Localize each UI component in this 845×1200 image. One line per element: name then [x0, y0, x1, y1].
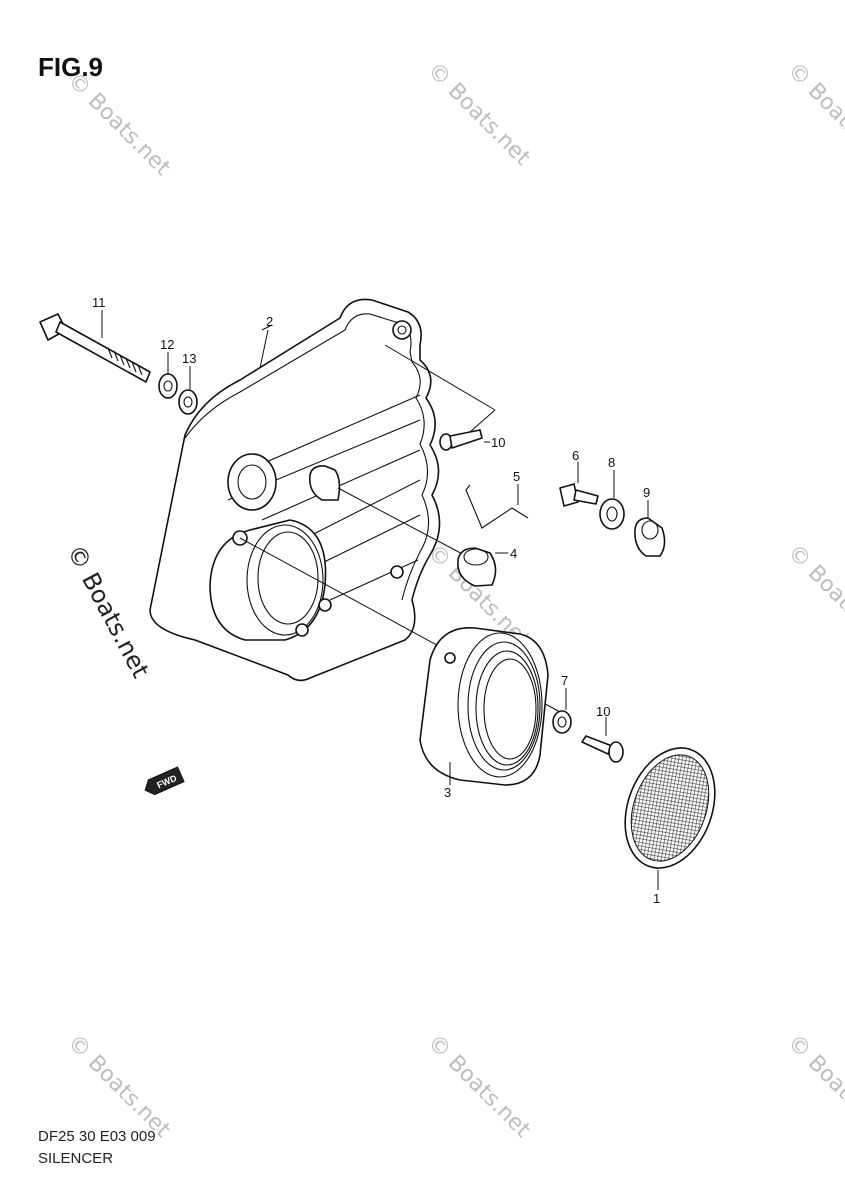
callout-13: 13: [182, 351, 196, 366]
callout-2: 2: [266, 314, 273, 329]
figure-title: FIG.9: [38, 52, 104, 82]
wire-clip-part: 5: [465, 469, 529, 529]
flange-bolt-part: 6: [559, 448, 599, 507]
small-washer-part: 7: [552, 673, 572, 734]
grommet-part: 8: [599, 455, 625, 530]
callout-1: 1: [653, 891, 660, 906]
bolt-part: 11: [39, 295, 151, 383]
callout-10: 10: [491, 435, 505, 450]
callout-8: 8: [608, 455, 615, 470]
collar-part: 9: [634, 485, 666, 557]
callout-9: 9: [643, 485, 650, 500]
callout-6: 6: [572, 448, 579, 463]
callout-12: 12: [160, 337, 174, 352]
washer-parts: 12 13: [158, 337, 198, 415]
silencer-case: 3: [239, 537, 561, 800]
figure-name: SILENCER: [38, 1150, 114, 1167]
callout-7: 7: [561, 673, 568, 688]
fwd-direction-badge: FWD: [144, 766, 185, 796]
bushing-part: 4: [308, 465, 517, 587]
figure-code: DF25 30 E03 009: [38, 1128, 156, 1145]
silencer-screen: 1: [624, 747, 716, 906]
callout-5: 5: [513, 469, 520, 484]
screw-part-lower: 10: [581, 704, 624, 763]
screw-part: 10: [384, 344, 505, 451]
callout-4: 4: [510, 546, 517, 561]
callout-3: 3: [444, 785, 451, 800]
callout-10-lower: 10: [596, 704, 610, 719]
silencer-cover: 2: [149, 298, 441, 682]
callout-11: 11: [92, 295, 106, 310]
